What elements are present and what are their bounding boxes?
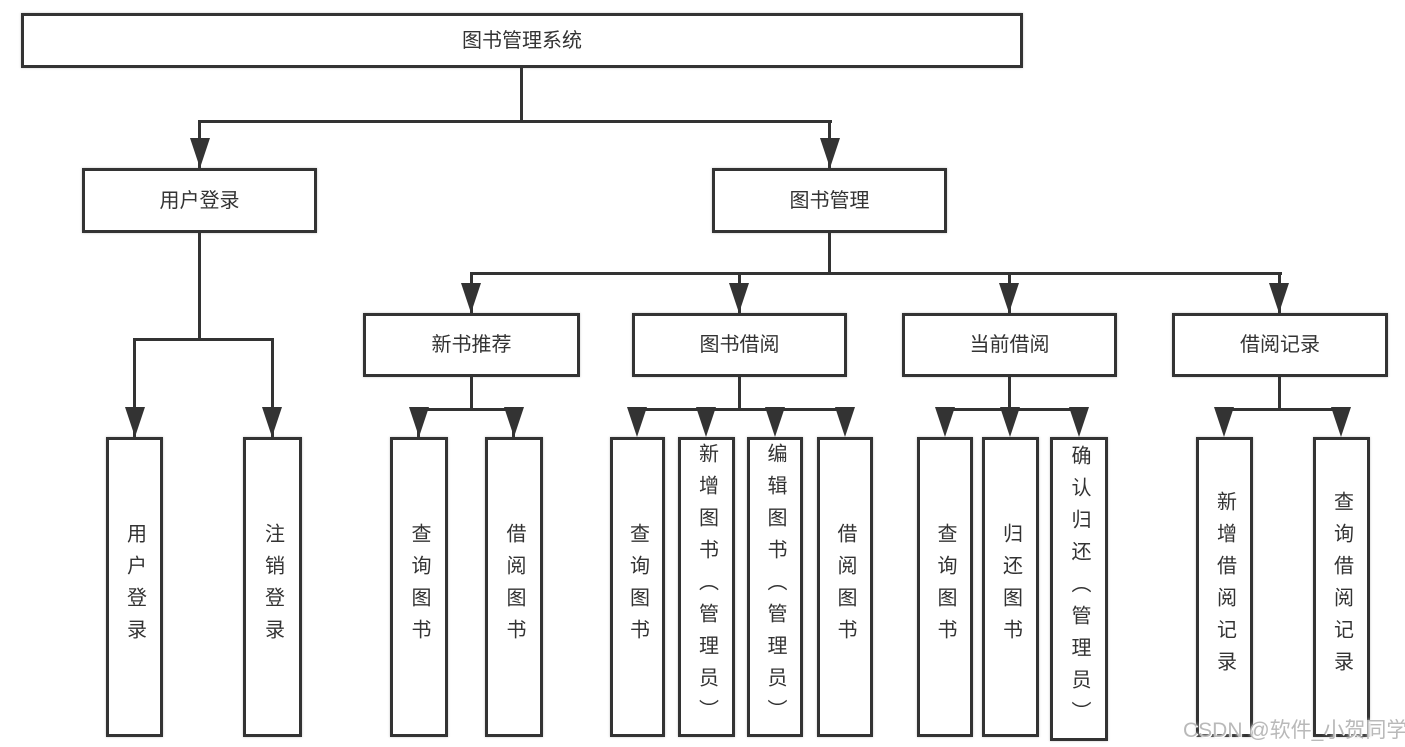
arrowhead-icon	[461, 283, 481, 313]
arrowhead-icon	[409, 407, 429, 437]
node-current-borrow: 当前借阅	[902, 313, 1117, 377]
node-book-borrow-label: 图书借阅	[699, 334, 780, 356]
leaf-logout: 注销登录	[243, 437, 302, 737]
leaf-borrow-books-label: 借阅图书	[834, 523, 856, 651]
arrowhead-icon	[262, 407, 282, 437]
leaf-edit-books-admin-label: 编辑图书（管理员）	[764, 443, 786, 731]
node-root: 图书管理系统	[21, 13, 1023, 68]
connector-line	[738, 377, 741, 410]
leaf-borrow-books: 借阅图书	[817, 437, 873, 737]
connector-line	[1223, 408, 1343, 411]
connector-line	[828, 233, 831, 274]
leaf-query-borrow-record-label: 查询借阅记录	[1330, 491, 1353, 683]
connector-line	[1278, 377, 1281, 410]
arrowhead-icon	[627, 407, 647, 437]
leaf-query-books-current-label: 查询图书	[934, 523, 956, 651]
csdn-watermark: CSDN @软件_小贺同学	[1183, 719, 1405, 742]
node-new-book-recommend: 新书推荐	[363, 313, 580, 377]
connector-line	[470, 377, 473, 410]
leaf-confirm-return-admin-label: 确认归还（管理员）	[1068, 445, 1090, 733]
leaf-borrow-books-recommend-label: 借阅图书	[503, 523, 525, 651]
node-book-management: 图书管理	[712, 168, 947, 233]
connector-line	[636, 408, 847, 411]
leaf-query-borrow-record: 查询借阅记录	[1313, 437, 1370, 737]
arrowhead-icon	[765, 407, 785, 437]
arrowhead-icon	[820, 138, 840, 168]
leaf-query-books-borrow-label: 查询图书	[626, 523, 649, 651]
leaf-edit-books-admin: 编辑图书（管理员）	[747, 437, 803, 737]
connector-line	[520, 68, 523, 122]
connector-line	[470, 272, 1282, 275]
node-current-borrow-label: 当前借阅	[969, 334, 1050, 356]
node-borrow-records: 借阅记录	[1172, 313, 1388, 377]
arrowhead-icon	[504, 407, 524, 437]
connector-line	[271, 338, 274, 437]
arrowhead-icon	[729, 283, 749, 313]
arrowhead-icon	[696, 407, 716, 437]
node-new-book-recommend-label: 新书推荐	[431, 334, 512, 356]
arrowhead-icon	[999, 283, 1019, 313]
connector-line	[133, 338, 274, 341]
node-borrow-records-label: 借阅记录	[1240, 334, 1320, 356]
arrowhead-icon	[125, 407, 145, 437]
connector-line	[1008, 377, 1011, 410]
arrowhead-icon	[1269, 283, 1289, 313]
connector-line	[133, 338, 136, 437]
arrowhead-icon	[1214, 407, 1234, 437]
connector-line	[198, 233, 201, 340]
leaf-add-borrow-record-label: 新增借阅记录	[1213, 491, 1236, 683]
node-book-borrow: 图书借阅	[632, 313, 847, 377]
leaf-query-books-current: 查询图书	[917, 437, 973, 737]
leaf-query-books-recommend-label: 查询图书	[408, 523, 430, 651]
arrowhead-icon	[835, 407, 855, 437]
arrowhead-icon	[190, 138, 210, 168]
leaf-user-login-label: 用户登录	[123, 523, 146, 651]
connector-line	[417, 408, 517, 411]
leaf-add-borrow-record: 新增借阅记录	[1196, 437, 1253, 737]
node-user-login: 用户登录	[82, 168, 317, 233]
connector-line	[198, 120, 832, 123]
arrowhead-icon	[1069, 407, 1089, 437]
leaf-user-login: 用户登录	[106, 437, 163, 737]
leaf-query-books-borrow: 查询图书	[610, 437, 665, 737]
leaf-confirm-return-admin: 确认归还（管理员）	[1050, 437, 1108, 741]
leaf-borrow-books-recommend: 借阅图书	[485, 437, 543, 737]
node-user-login-label: 用户登录	[159, 189, 240, 212]
leaf-query-books-recommend: 查询图书	[390, 437, 448, 737]
leaf-add-books-admin-label: 新增图书（管理员）	[695, 443, 718, 731]
leaf-return-books: 归还图书	[982, 437, 1039, 737]
arrowhead-icon	[935, 407, 955, 437]
arrowhead-icon	[1331, 407, 1351, 437]
leaf-add-books-admin: 新增图书（管理员）	[678, 437, 735, 737]
node-book-management-label: 图书管理	[789, 189, 870, 212]
leaf-logout-label: 注销登录	[261, 523, 284, 651]
arrowhead-icon	[1000, 407, 1020, 437]
node-root-label: 图书管理系统	[462, 29, 582, 52]
leaf-return-books-label: 归还图书	[999, 523, 1022, 651]
